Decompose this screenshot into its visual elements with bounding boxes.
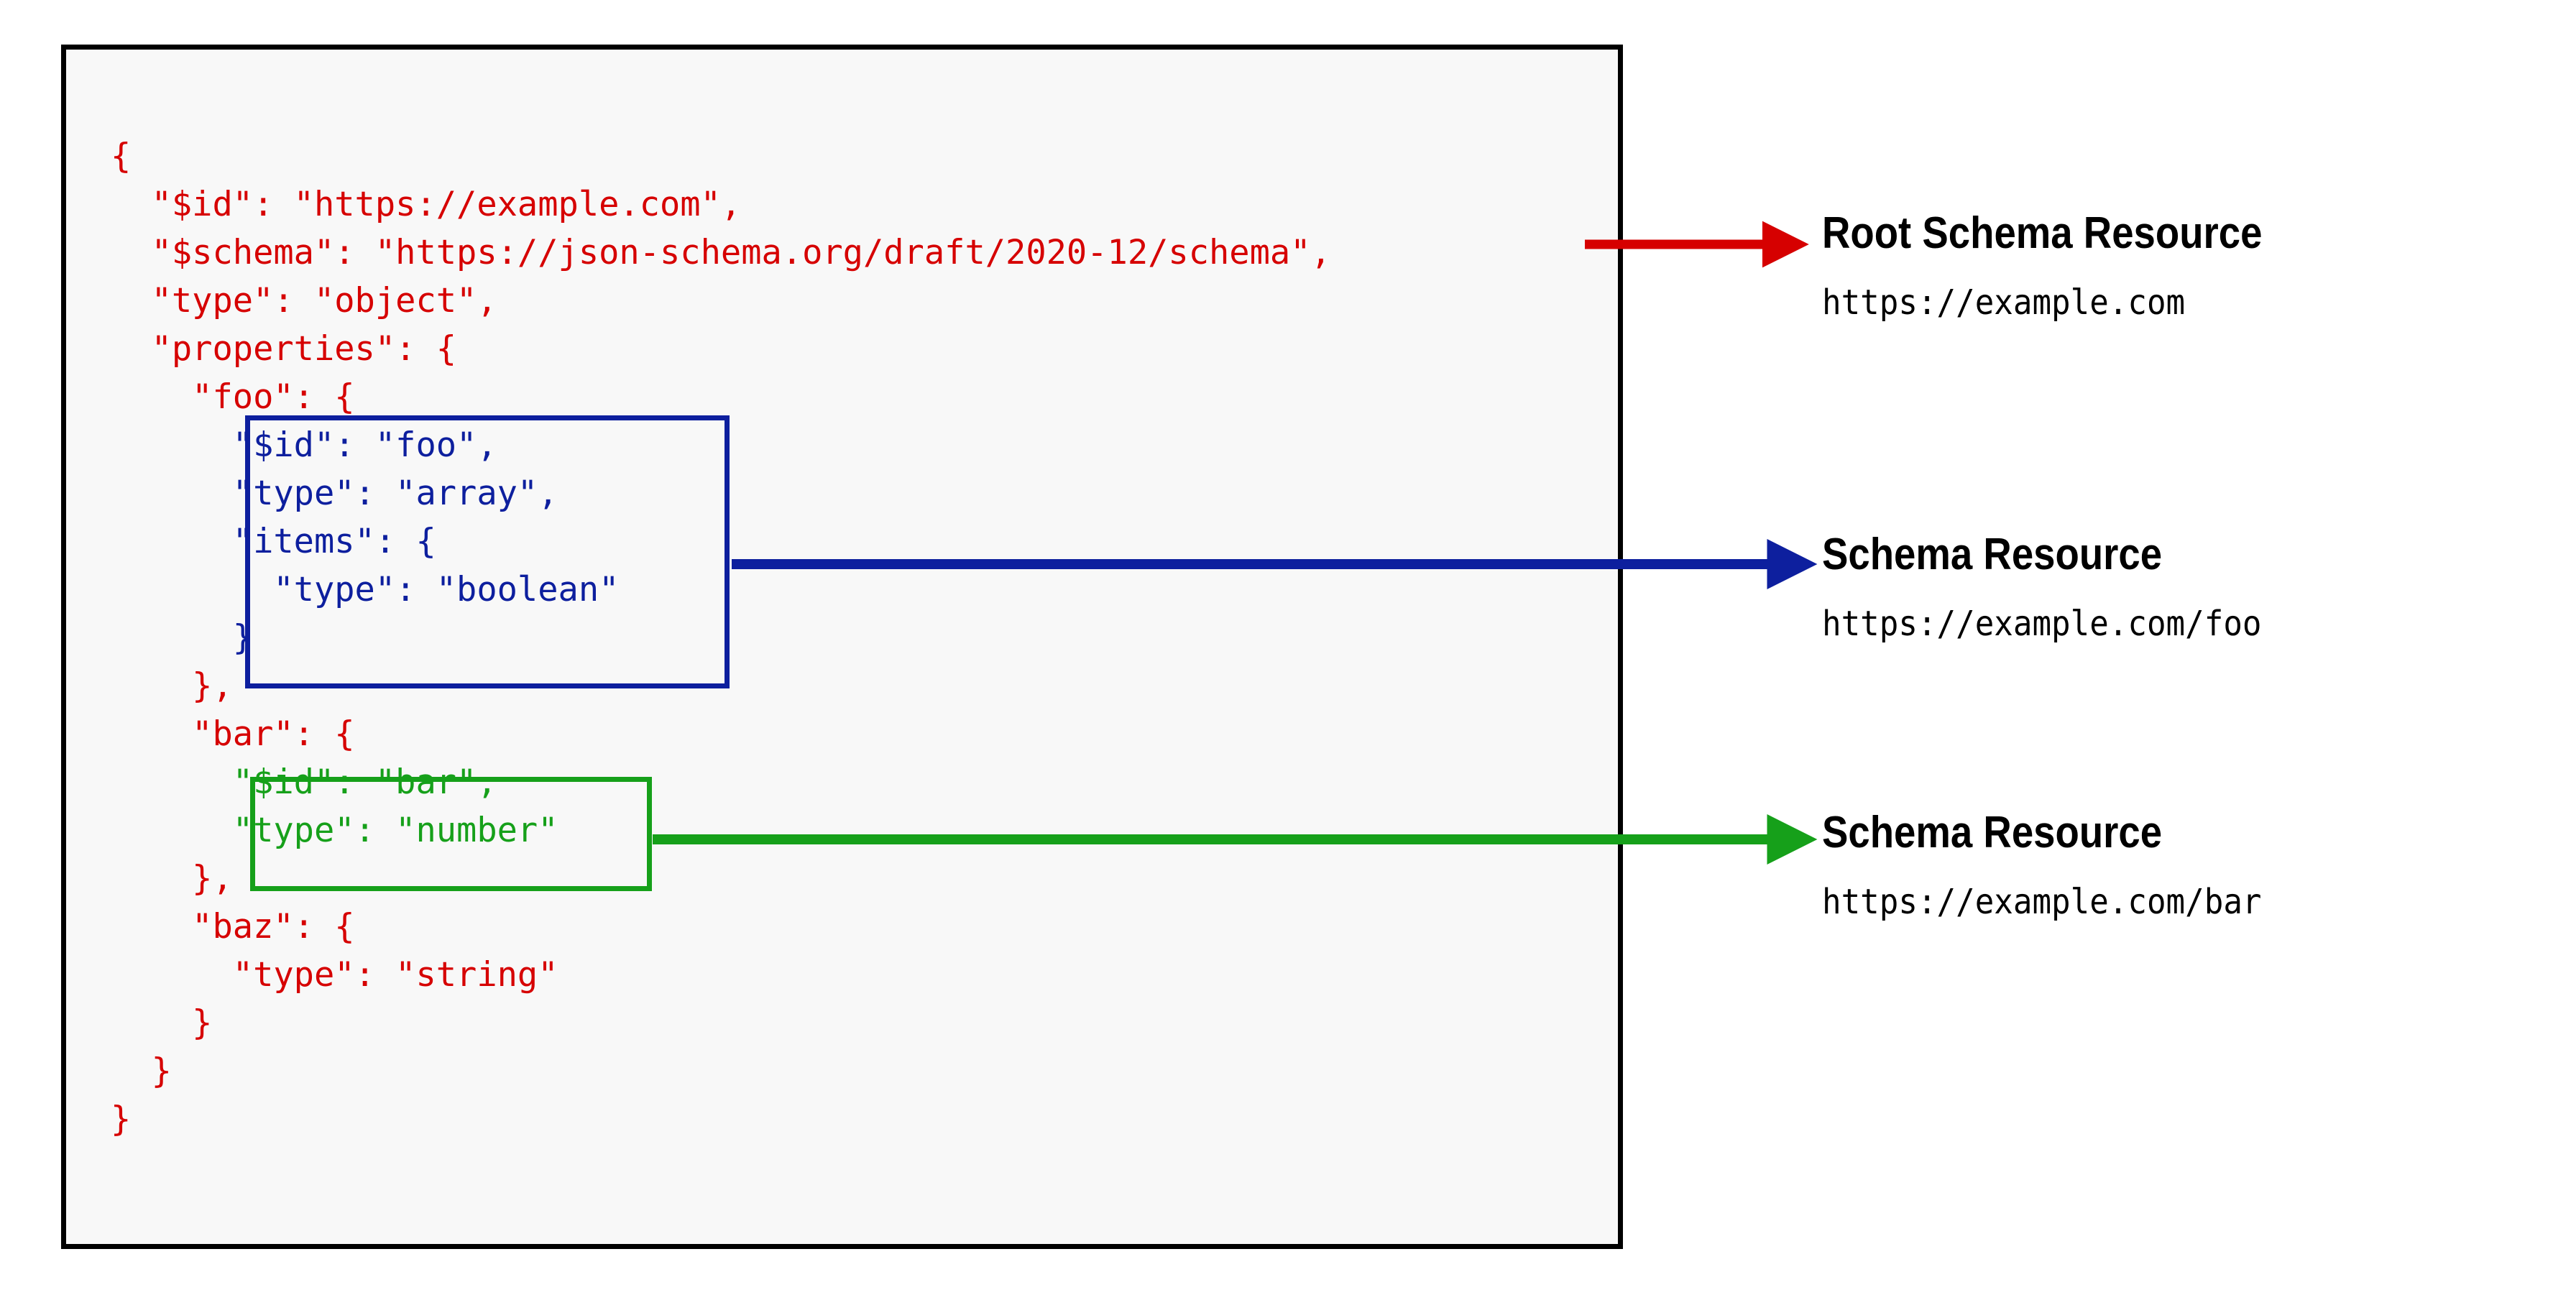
- annotation-title: Schema Resource: [1822, 530, 2163, 579]
- code-line: "$schema": "https://json-schema.org/draf…: [111, 233, 1331, 272]
- code-line: "baz": {: [111, 907, 355, 946]
- code-line: },: [111, 859, 233, 898]
- annotation-foo-schema-resource: Schema Resource https://example.com/foo: [1822, 528, 2300, 646]
- code-line: "$id": "https://example.com",: [111, 185, 742, 224]
- code-line: "type": "object",: [111, 281, 497, 321]
- annotation-url: https://example.com: [1822, 282, 2186, 323]
- code-line: "$id": "foo",: [111, 425, 497, 465]
- annotation-title: Schema Resource: [1822, 808, 2163, 857]
- code-line: "type": "array",: [111, 474, 558, 513]
- annotation-title: Root Schema Resource: [1822, 208, 2263, 258]
- annotation-root-schema-resource: Root Schema Resource https://example.com: [1822, 207, 2322, 325]
- code-line: "type": "number": [111, 811, 558, 850]
- code-line: "type": "boolean": [111, 570, 620, 609]
- json-schema-code-panel: { "$id": "https://example.com", "$schema…: [61, 45, 1623, 1249]
- annotation-bar-schema-resource: Schema Resource https://example.com/bar: [1822, 806, 2300, 924]
- code-line: "type": "string": [111, 955, 558, 995]
- code-line: {: [111, 137, 132, 176]
- code-line: "properties": {: [111, 329, 457, 369]
- json-schema-code: { "$id": "https://example.com", "$schema…: [111, 132, 1331, 1143]
- code-line: },: [111, 666, 233, 706]
- code-line: }: [111, 1051, 172, 1091]
- code-line: }: [111, 1100, 132, 1139]
- annotation-url: https://example.com/foo: [1822, 604, 2262, 644]
- code-line: }: [111, 618, 254, 658]
- code-line: "foo": {: [111, 377, 355, 417]
- annotation-url: https://example.com/bar: [1822, 882, 2262, 922]
- code-line: "$id": "bar",: [111, 762, 497, 802]
- code-line: "items": {: [111, 522, 436, 561]
- code-line: }: [111, 1003, 213, 1043]
- code-line: "bar": {: [111, 714, 355, 754]
